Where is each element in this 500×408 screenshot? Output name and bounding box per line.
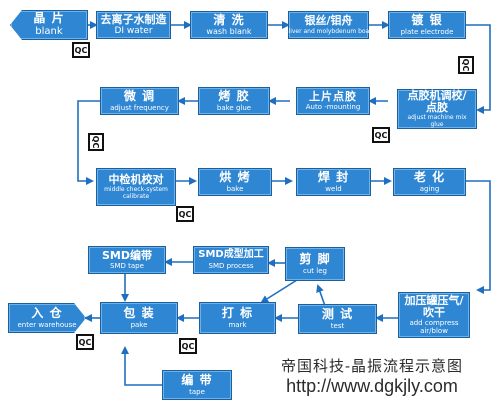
step-bake-glue-zh: 烤 胶 (218, 89, 250, 104)
step-mark: 打 标 mark (199, 302, 276, 334)
footer-url: http://www.dgkjly.com (286, 376, 458, 396)
step-cut-leg-en: cut leg (303, 266, 327, 275)
step-weld: 焊 封 weld (296, 168, 371, 196)
step-pake-en: pake (130, 320, 148, 329)
qc-mark-diwater: QC (72, 42, 90, 58)
step-pake: 包 装 pake (100, 302, 178, 334)
step-wash-en: wash blank (206, 27, 252, 37)
step-wash: 清 洗 wash blank (190, 11, 268, 39)
step-bake-glue: 烤 胶 bake glue (198, 87, 270, 115)
step-mount-zh: 上片点胶 (309, 89, 357, 103)
step-aging: 老 化 aging (393, 168, 466, 196)
step-wash-zh: 清 洗 (213, 12, 245, 27)
arrow-cutleg-mark (260, 279, 298, 304)
step-blank: 晶 片 blank (10, 10, 88, 40)
qc-mark-bake: QC (176, 206, 194, 222)
step-glue: 点胶机调校/点胶 adjust machine mix glue (397, 89, 477, 129)
step-cut-leg: 剪 脚 cut leg (285, 247, 345, 281)
step-di-water: 去离子水制造 DI water (96, 11, 171, 39)
step-smd-tape-zh: SMD编带 (102, 248, 152, 262)
step-plate: 镀 银 plate electrode (388, 11, 466, 39)
step-di-water-en: DI water (114, 26, 153, 37)
step-glue-en: adjust machine mix glue (407, 114, 467, 128)
step-glue-zh: 点胶机调校/点胶 (407, 89, 467, 114)
step-test-zh: 测 试 (321, 307, 354, 322)
step-weld-en: weld (325, 184, 342, 193)
qc-mark-mark: QC (179, 338, 197, 354)
step-silver: 银丝/钼舟 sliver and molybdenum boat (285, 11, 372, 39)
step-mark-en: mark (228, 320, 247, 329)
step-test-en: test (330, 321, 345, 330)
arrow-aging-compress (466, 180, 491, 294)
step-warehouse: 入 仓 enter warehouse (8, 303, 86, 333)
step-tape: 编 带 tape (162, 370, 232, 400)
qc-mark-warehouse: QC (76, 334, 94, 350)
qc-mark-adjust: QC (88, 133, 104, 151)
step-cut-leg-zh: 剪 脚 (299, 252, 331, 267)
step-middle-check-zh: 中检机校对 (108, 172, 164, 186)
step-weld-zh: 焊 封 (317, 170, 350, 185)
step-plate-zh: 镀 银 (411, 13, 443, 28)
step-di-water-zh: 去离子水制造 (100, 12, 167, 26)
step-adjust: 微 调 adjust frequency (100, 87, 179, 115)
step-smd-process-en: SMD process (208, 261, 254, 270)
step-warehouse-zh: 入 仓 (31, 306, 63, 321)
step-compress-zh: 加压罐压气/吹干 (404, 294, 464, 319)
step-mount-en: Auto -mounting (305, 103, 361, 112)
step-aging-en: aging (419, 184, 440, 193)
step-mark-zh: 打 标 (221, 306, 254, 321)
step-warehouse-en: enter warehouse (17, 320, 77, 329)
step-silver-zh: 银丝/钼舟 (304, 14, 353, 28)
step-bake-zh: 烘 烤 (219, 170, 251, 185)
step-bake: 烘 烤 bake (198, 168, 272, 196)
step-middle-check-en: middle check-system calibrate (104, 186, 168, 200)
step-test: 测 试 test (298, 304, 377, 334)
step-smd-process: SMD成型加工 SMD process (193, 246, 269, 274)
step-silver-en: sliver and molybdenum boat (285, 27, 372, 35)
step-tape-en: tape (189, 387, 205, 396)
step-middle-check: 中检机校对 middle check-system calibrate (96, 168, 176, 206)
step-pake-zh: 包 装 (123, 306, 155, 321)
step-bake-glue-en: bake glue (216, 103, 252, 112)
step-blank-en: blank (35, 26, 63, 38)
step-adjust-en: adjust frequency (110, 103, 169, 112)
arrow-plate-glue (466, 24, 491, 114)
step-smd-tape-en: SMD tape (110, 262, 144, 271)
step-compress-en: add compress air/blow (409, 319, 459, 335)
step-smd-process-zh: SMD成型加工 (198, 249, 264, 261)
step-plate-en: plate electrode (400, 27, 454, 36)
step-adjust-zh: 微 调 (123, 89, 156, 104)
step-blank-zh: 晶 片 (33, 11, 65, 26)
arrow-adjust-middle (77, 100, 100, 185)
step-tape-zh: 编 带 (181, 373, 213, 388)
step-smd-tape: SMD编带 SMD tape (88, 246, 166, 274)
step-mount: 上片点胶 Auto -mounting (296, 87, 370, 115)
arrow-test-cutleg (316, 284, 326, 307)
arrow-tape-pake (121, 346, 162, 386)
footer-title: 帝国科技-晶振流程示意图 (280, 357, 464, 375)
step-bake-en: bake (226, 184, 244, 193)
step-compress: 加压罐压气/吹干 add compress air/blow (398, 292, 470, 338)
qc-mark-plate: QC (458, 56, 474, 74)
qc-mark-glue: QC (372, 127, 390, 143)
step-aging-zh: 老 化 (413, 170, 446, 185)
